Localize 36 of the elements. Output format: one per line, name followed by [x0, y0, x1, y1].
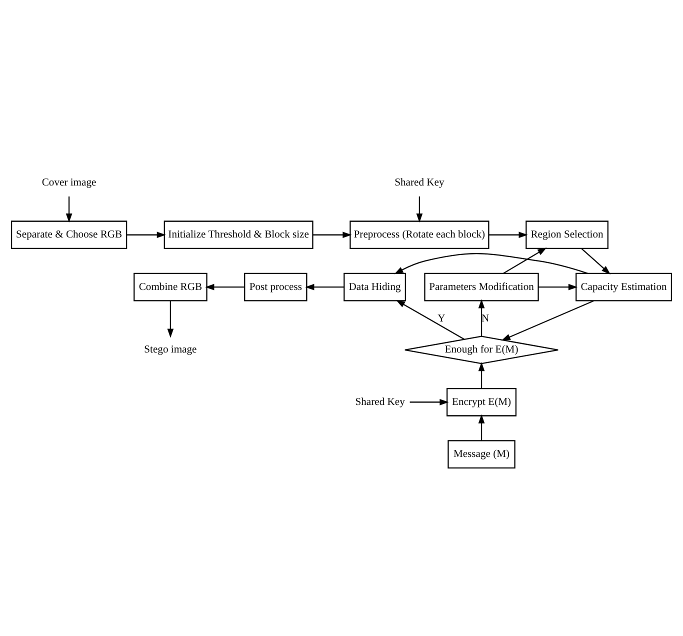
- arrow: [416, 196, 423, 222]
- node-diamond: Enough for E(M): [404, 335, 559, 364]
- node-text: Stego image: [144, 344, 197, 356]
- arrow: [205, 283, 244, 290]
- arrow: [488, 231, 528, 238]
- arrow: [501, 300, 594, 340]
- node-box: Preprocess (Rotate each block): [350, 220, 490, 249]
- edge-label: N: [481, 312, 490, 324]
- arrow: [478, 298, 485, 336]
- arrow: [502, 247, 547, 274]
- node-box: Parameters Modification: [424, 272, 539, 301]
- arrow: [167, 300, 174, 338]
- node-box: Separate & Choose RGB: [10, 220, 128, 249]
- node-text: Shared Key: [394, 176, 444, 188]
- edge-label: Y: [438, 312, 446, 324]
- node-box: Initialize Threshold & Block size: [164, 220, 314, 249]
- node-box: Region Selection: [526, 220, 608, 249]
- node-text: Shared Key: [355, 396, 405, 408]
- node-box: Data Hiding: [344, 272, 406, 301]
- node-box: Post process: [244, 272, 308, 301]
- arrow: [581, 248, 610, 274]
- arrow: [478, 414, 485, 440]
- node-box: Encrypt E(M): [446, 387, 517, 416]
- arrow: [478, 362, 485, 388]
- arrow: [410, 398, 449, 405]
- arrow: [126, 231, 166, 238]
- node-box: Combine RGB: [134, 272, 208, 301]
- node-box: Message (M): [448, 440, 516, 468]
- arrow: [538, 283, 578, 290]
- arrow: [66, 196, 72, 222]
- arrow: [394, 252, 588, 274]
- arrow: [305, 283, 344, 290]
- node-box: Capacity Estimation: [576, 272, 672, 301]
- arrow: [312, 231, 352, 238]
- arrow: [396, 300, 464, 340]
- node-text: Cover image: [42, 176, 96, 188]
